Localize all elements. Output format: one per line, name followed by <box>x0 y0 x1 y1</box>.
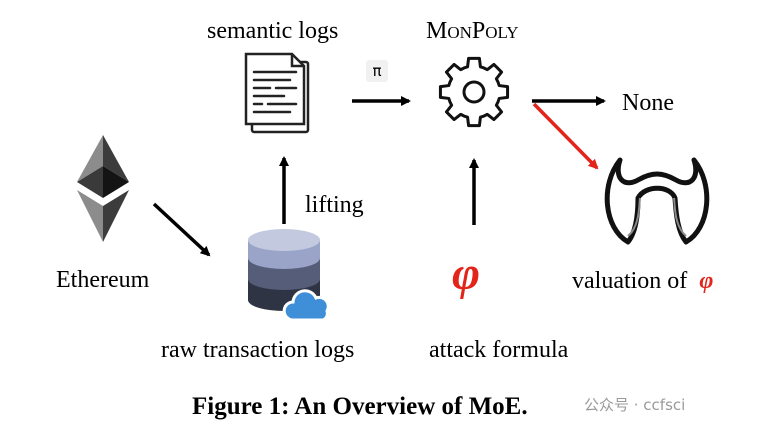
ethereum-icon <box>77 135 129 242</box>
valuation-text: valuation of <box>572 268 688 294</box>
arrow-ethereum <box>152 202 211 257</box>
gear-icon <box>438 56 510 128</box>
pi-label: π <box>366 60 388 82</box>
valuation-label: valuation of φ <box>572 269 713 293</box>
raw-logs-label: raw transaction logs <box>161 337 355 363</box>
semantic-logs-label: semantic logs <box>207 18 339 44</box>
watermark: 公众号 · ccfsci <box>584 396 686 414</box>
devil-horns-icon <box>604 157 710 245</box>
attack-formula-label: attack formula <box>429 337 569 363</box>
ethereum-label: Ethereum <box>56 267 150 293</box>
monpoly-label: MonPoly <box>426 18 519 44</box>
valuation-phi: φ <box>699 268 714 294</box>
arrow-valuation <box>532 102 599 170</box>
lifting-label: lifting <box>305 192 364 218</box>
none-label: None <box>622 90 674 116</box>
document-icon <box>244 52 310 134</box>
figure-caption: Figure 1: An Overview of MoE. <box>192 393 528 420</box>
database-cloud-icon <box>248 229 330 322</box>
phi-symbol: φ <box>452 247 481 300</box>
